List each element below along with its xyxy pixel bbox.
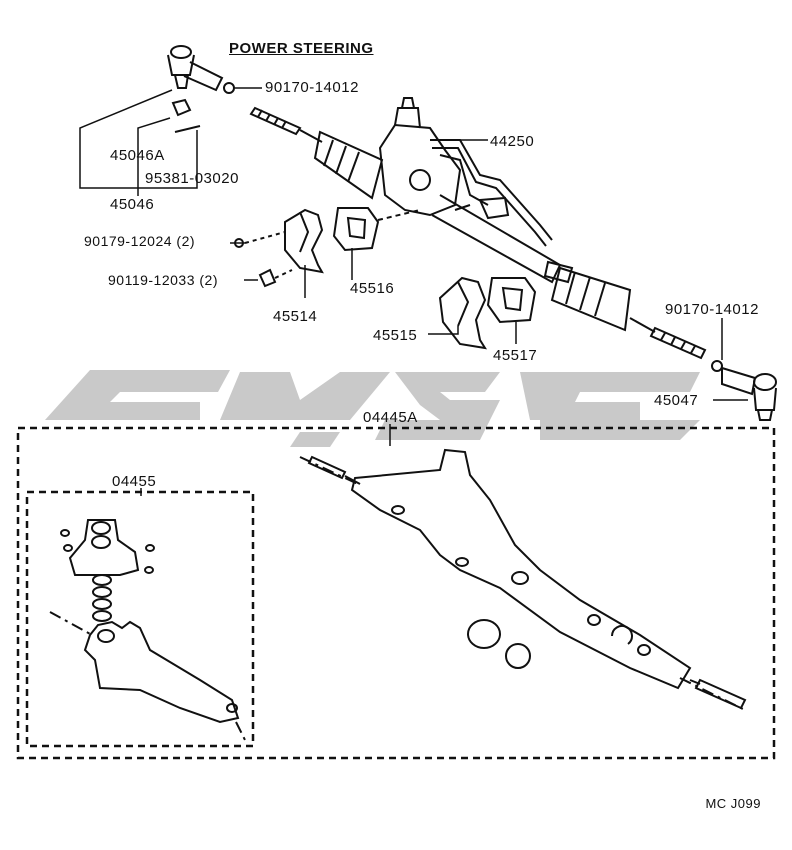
part-90119-12033: 90119-12033 (2) <box>108 272 218 288</box>
seal-kit-drawing <box>49 519 248 745</box>
part-90179-12024: 90179-12024 (2) <box>84 233 196 249</box>
steering-rack-assembly <box>249 97 707 360</box>
tie-rod-end-left <box>167 45 235 133</box>
part-45514: 45514 <box>273 308 318 325</box>
kit-label-04455: 04455 <box>112 473 157 490</box>
kit-box-04445A <box>16 426 776 760</box>
rack-kit-drawing <box>299 448 747 711</box>
kit-label-04445A: 04445A <box>363 409 418 426</box>
part-45046: 45046 <box>110 196 155 213</box>
part-44250: 44250 <box>490 133 535 150</box>
part-45515: 45515 <box>373 327 418 344</box>
part-90170-14012-right: 90170-14012 <box>665 301 759 318</box>
kit-box-04455 <box>25 490 255 748</box>
brackets-and-grommets <box>234 207 537 350</box>
part-95381-03020: 95381-03020 <box>145 170 239 187</box>
diagram-title: POWER STEERING <box>229 40 374 57</box>
reference-code: MC J099 <box>705 796 761 811</box>
part-45046A: 45046A <box>110 147 165 164</box>
part-45516: 45516 <box>350 280 395 297</box>
part-45047: 45047 <box>654 392 699 409</box>
tie-rod-end-right <box>711 360 777 421</box>
watermark-logo <box>45 370 700 447</box>
part-90170-14012-top: 90170-14012 <box>265 79 359 96</box>
part-45517: 45517 <box>493 347 538 364</box>
